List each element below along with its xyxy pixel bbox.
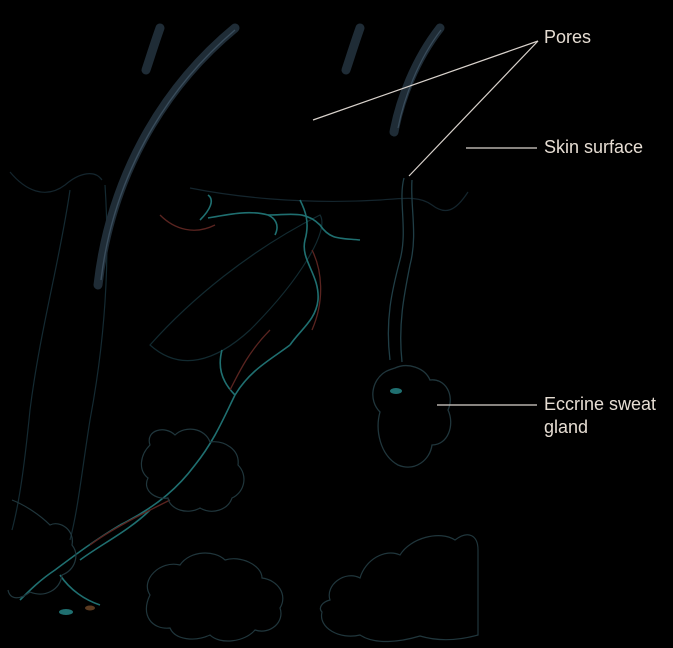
eccrine-sweat-gland bbox=[372, 365, 452, 468]
hair-shaft-large-highlight bbox=[100, 29, 236, 281]
fat-lobule-center bbox=[140, 428, 245, 512]
leader-line-pores-left bbox=[312, 40, 539, 121]
leader-line-pores-right bbox=[408, 40, 539, 177]
fat-lobule-bottom-left bbox=[7, 499, 77, 599]
sweat-duct bbox=[387, 177, 415, 363]
label-skin-surface: Skin surface bbox=[544, 137, 644, 157]
label-eccrine-sweat-gland-line1: Eccrine sweat bbox=[544, 394, 657, 414]
leader-lines bbox=[312, 40, 539, 406]
gland-lumen bbox=[390, 388, 402, 394]
label-eccrine-sweat-gland: Eccrine sweat gland bbox=[544, 393, 656, 439]
hair-bulb-accent-orange bbox=[85, 605, 95, 611]
hair-shaft-short-2 bbox=[341, 23, 365, 75]
blood-vessels-teal bbox=[19, 194, 361, 606]
arrector-pili-muscle bbox=[149, 214, 323, 362]
blood-vessels-red bbox=[89, 214, 322, 546]
hair-shaft-short-3 bbox=[389, 23, 445, 137]
fat-lobule-bottom-right bbox=[319, 534, 479, 643]
label-pores: Pores bbox=[544, 27, 592, 47]
hair-follicle-left bbox=[11, 184, 108, 541]
hair-shaft-large bbox=[93, 23, 240, 290]
skin-surface-contour bbox=[9, 171, 469, 212]
label-eccrine-sweat-gland-line2: gland bbox=[544, 417, 589, 437]
hair-shaft-short-3-highlight bbox=[397, 29, 442, 129]
hair-shaft-short-1 bbox=[141, 23, 165, 75]
hair-bulb-accent-teal bbox=[59, 609, 73, 615]
fat-lobule-bottom-middle bbox=[145, 552, 284, 642]
